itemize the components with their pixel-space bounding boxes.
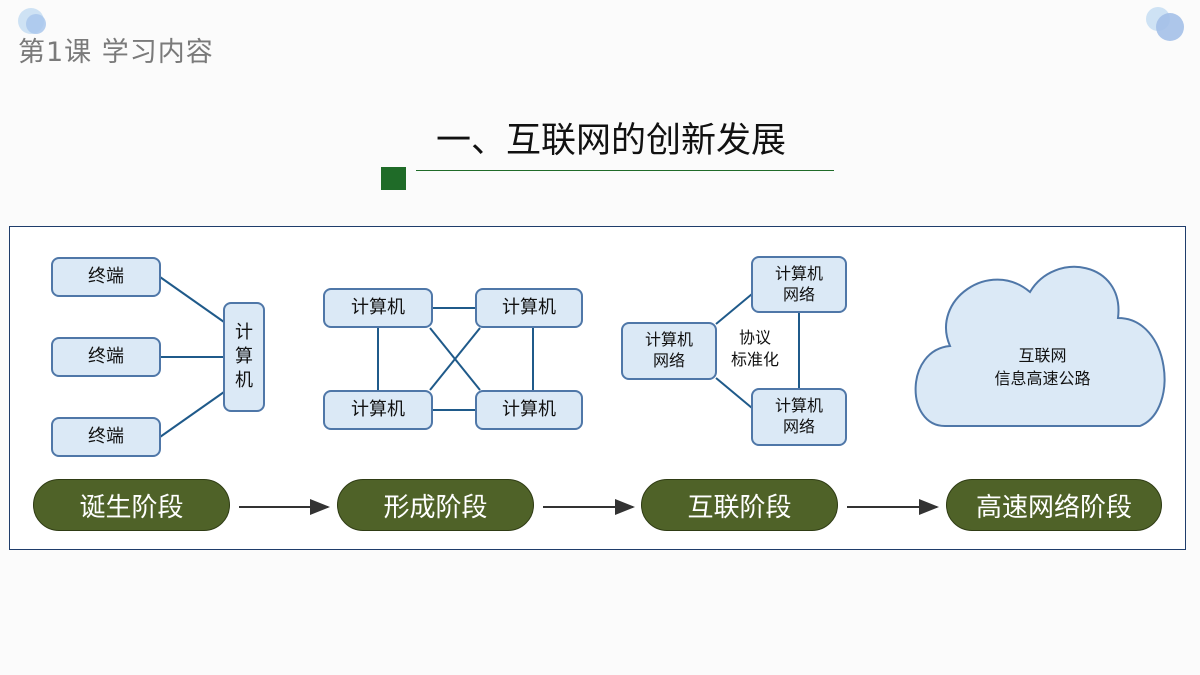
stage-pill-birth: 诞生阶段 xyxy=(33,479,230,531)
main-title: 一、互联网的创新发展 xyxy=(436,121,787,161)
terminal-node-3: 终端 xyxy=(51,417,161,457)
network-node-bottom: 计算机 网络 xyxy=(751,388,847,446)
network-node-left: 计算机 网络 xyxy=(621,322,717,380)
central-computer-char-1: 计 xyxy=(235,321,253,343)
title-underline xyxy=(416,170,834,171)
terminal-node-2: 终端 xyxy=(51,337,161,377)
title-accent-square xyxy=(381,167,406,190)
link-left-bottom xyxy=(715,377,753,409)
stage-pill-interconnection: 互联阶段 xyxy=(641,479,838,531)
network-node-top: 计算机 网络 xyxy=(751,256,847,313)
computer-node-bottom-right: 计算机 xyxy=(475,390,583,430)
stage-pill-high-speed-network: 高速网络阶段 xyxy=(946,479,1162,531)
decor-circle-topleft-dark xyxy=(26,14,46,34)
link-terminal1-computer xyxy=(159,276,225,323)
link-tr-bl xyxy=(429,327,481,391)
computer-node-top-left: 计算机 xyxy=(323,288,433,328)
terminal-node-1: 终端 xyxy=(51,257,161,297)
central-computer-char-3: 机 xyxy=(235,370,253,392)
computer-node-top-right: 计算机 xyxy=(475,288,583,328)
cloud-shape xyxy=(914,265,1166,427)
central-computer-char-2: 算 xyxy=(235,345,253,367)
lesson-title: 第1课 学习内容 xyxy=(18,37,214,68)
link-left-top xyxy=(715,293,753,325)
central-computer-node: 计 算 机 xyxy=(223,302,265,412)
cloud-label: 互联网 信息高速公路 xyxy=(994,346,1091,389)
link-terminal3-computer xyxy=(159,391,225,438)
stage-pill-formation: 形成阶段 xyxy=(337,479,534,531)
decor-circle-topright-dark xyxy=(1156,13,1184,41)
protocol-standardization-label: 协议 标准化 xyxy=(730,328,779,370)
computer-node-bottom-left: 计算机 xyxy=(323,390,433,430)
